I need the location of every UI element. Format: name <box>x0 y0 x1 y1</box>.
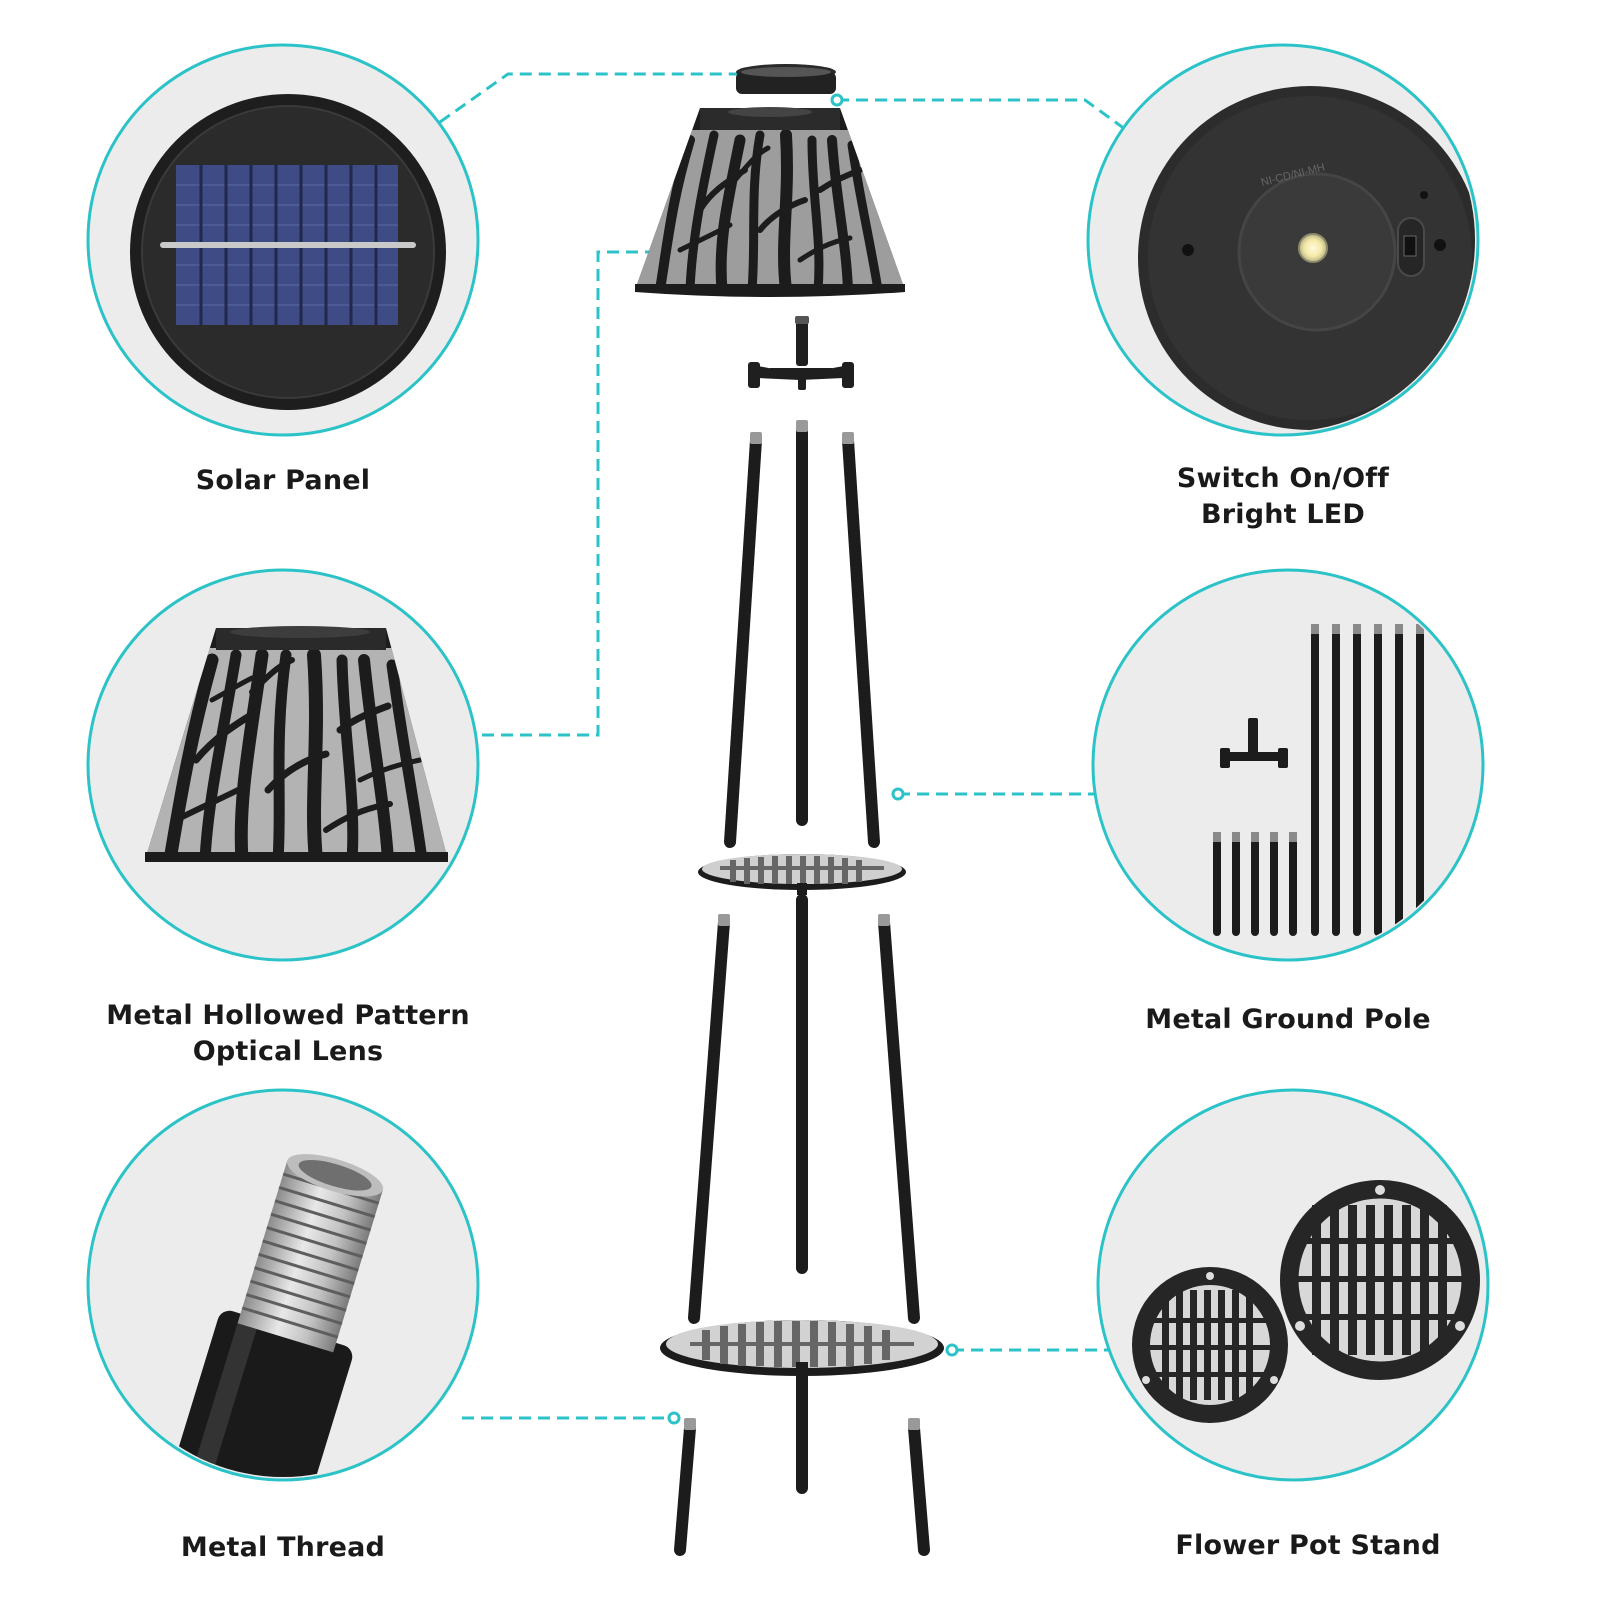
ground-pole-label-text: Metal Ground Pole <box>1145 1004 1431 1035</box>
flower-stand-label-text: Flower Pot Stand <box>1175 1530 1441 1561</box>
mini-hub-image <box>1220 718 1288 768</box>
solar-cap-part <box>736 64 836 94</box>
metal-thread-label-text: Metal Thread <box>180 1532 386 1563</box>
solar-panel-label-text: Solar Panel <box>195 465 371 496</box>
solar-panel-detail-circle <box>86 43 480 437</box>
switch-led-label: Switch On/Off Bright LED <box>1113 461 1453 533</box>
dot-flower-stand <box>945 1343 959 1357</box>
large-tray-part <box>660 1320 944 1376</box>
thread-image <box>148 1154 384 1477</box>
lamp-shade-part <box>635 107 905 297</box>
pattern-lens-label: Metal Hollowed Pattern Optical Lens <box>88 998 488 1070</box>
pattern-label-line1: Metal Hollowed Pattern <box>106 1000 470 1031</box>
connector-pattern-lens <box>482 250 715 737</box>
connector-switch <box>837 98 1141 142</box>
switch-label-line1: Switch On/Off <box>1176 463 1390 494</box>
pattern-lens-detail-circle <box>86 568 480 962</box>
metal-thread-detail-circle <box>86 1088 480 1482</box>
switch-label-line2: Bright LED <box>1200 499 1366 530</box>
led-base-image: NI-CD/NI-MH <box>1138 86 1475 430</box>
dot-thread <box>667 1411 681 1425</box>
lower-poles-part <box>674 1364 930 1556</box>
flower-stand-label: Flower Pot Stand <box>1128 1528 1488 1564</box>
middle-poles-part <box>688 894 920 1324</box>
lamp-shade-image <box>145 626 448 862</box>
dot-switch <box>830 93 844 107</box>
ground-poles-image <box>1213 624 1424 936</box>
metal-thread-label: Metal Thread <box>133 1530 433 1566</box>
switch-led-detail-circle: NI-CD/NI-MH <box>1086 43 1480 437</box>
trays-image <box>1132 1180 1480 1423</box>
ground-pole-detail-circle <box>1091 568 1485 962</box>
connector-hub-part <box>748 316 854 390</box>
upper-poles-part <box>724 420 880 848</box>
pattern-label-line2: Optical Lens <box>192 1036 384 1067</box>
flower-stand-detail-circle <box>1096 1088 1490 1482</box>
solar-panel-label: Solar Panel <box>133 463 433 499</box>
solar-panel-image <box>130 94 446 410</box>
ground-pole-label: Metal Ground Pole <box>1108 1002 1468 1038</box>
connector-solar-panel <box>439 72 762 124</box>
dot-ground-pole <box>891 787 905 801</box>
small-tray-part <box>698 854 906 895</box>
